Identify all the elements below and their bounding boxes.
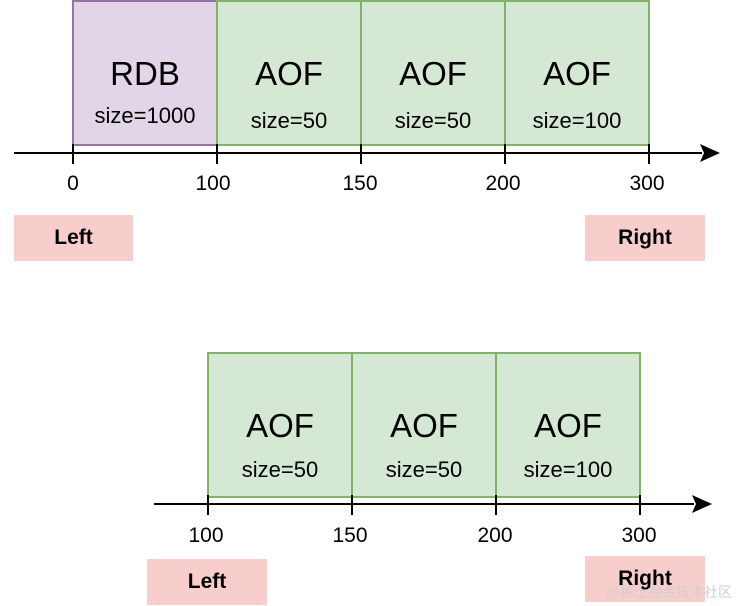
axis-tick [495,495,497,515]
aof-block: AOF size=50 [207,352,353,498]
block-size: size=100 [523,457,613,482]
tick-label: 300 [629,172,665,195]
aof-block: AOF size=100 [495,352,641,498]
tick-label: 0 [67,172,79,195]
block-size: size=50 [241,457,319,482]
tick-label: 100 [195,172,231,195]
left-pointer-label: Left [147,559,267,605]
block-title: AOF [390,407,458,444]
block-size: size=50 [250,108,328,133]
tick-label: 150 [332,524,368,547]
axis-tick [504,144,506,164]
tick-label: 100 [188,524,224,547]
block-size: size=50 [385,457,463,482]
block-title: AOF [246,407,314,444]
block-size: size=100 [532,108,622,133]
tick-label: 150 [342,172,378,195]
axis-tick [351,495,353,515]
aof-block: AOF size=50 [351,352,497,498]
aof-block: AOF size=100 [504,0,650,146]
right-pointer-label: Right [585,556,705,602]
axis-tick [72,144,74,164]
aof-block: AOF size=50 [360,0,506,146]
tick-label: 200 [485,172,521,195]
axis-tick [639,495,641,515]
block-title: RDB [110,55,180,92]
block-title: AOF [534,407,602,444]
left-pointer-label: Left [14,215,133,261]
axis-tick [648,144,650,164]
block-size: size=50 [394,108,472,133]
block-title: AOF [399,55,467,92]
watermark: @稀土掘金技术社区 [605,584,732,600]
axis-tick [360,144,362,164]
right-pointer-label: Right [585,215,705,261]
tick-label: 300 [621,524,657,547]
block-title: AOF [255,55,323,92]
axis-tick [216,144,218,164]
aof-block: AOF size=50 [216,0,362,146]
block-title: AOF [543,55,611,92]
block-size: size=1000 [94,103,196,128]
rdb-block: RDB size=1000 [72,0,218,146]
tick-label: 200 [477,524,513,547]
axis-tick [207,495,209,515]
